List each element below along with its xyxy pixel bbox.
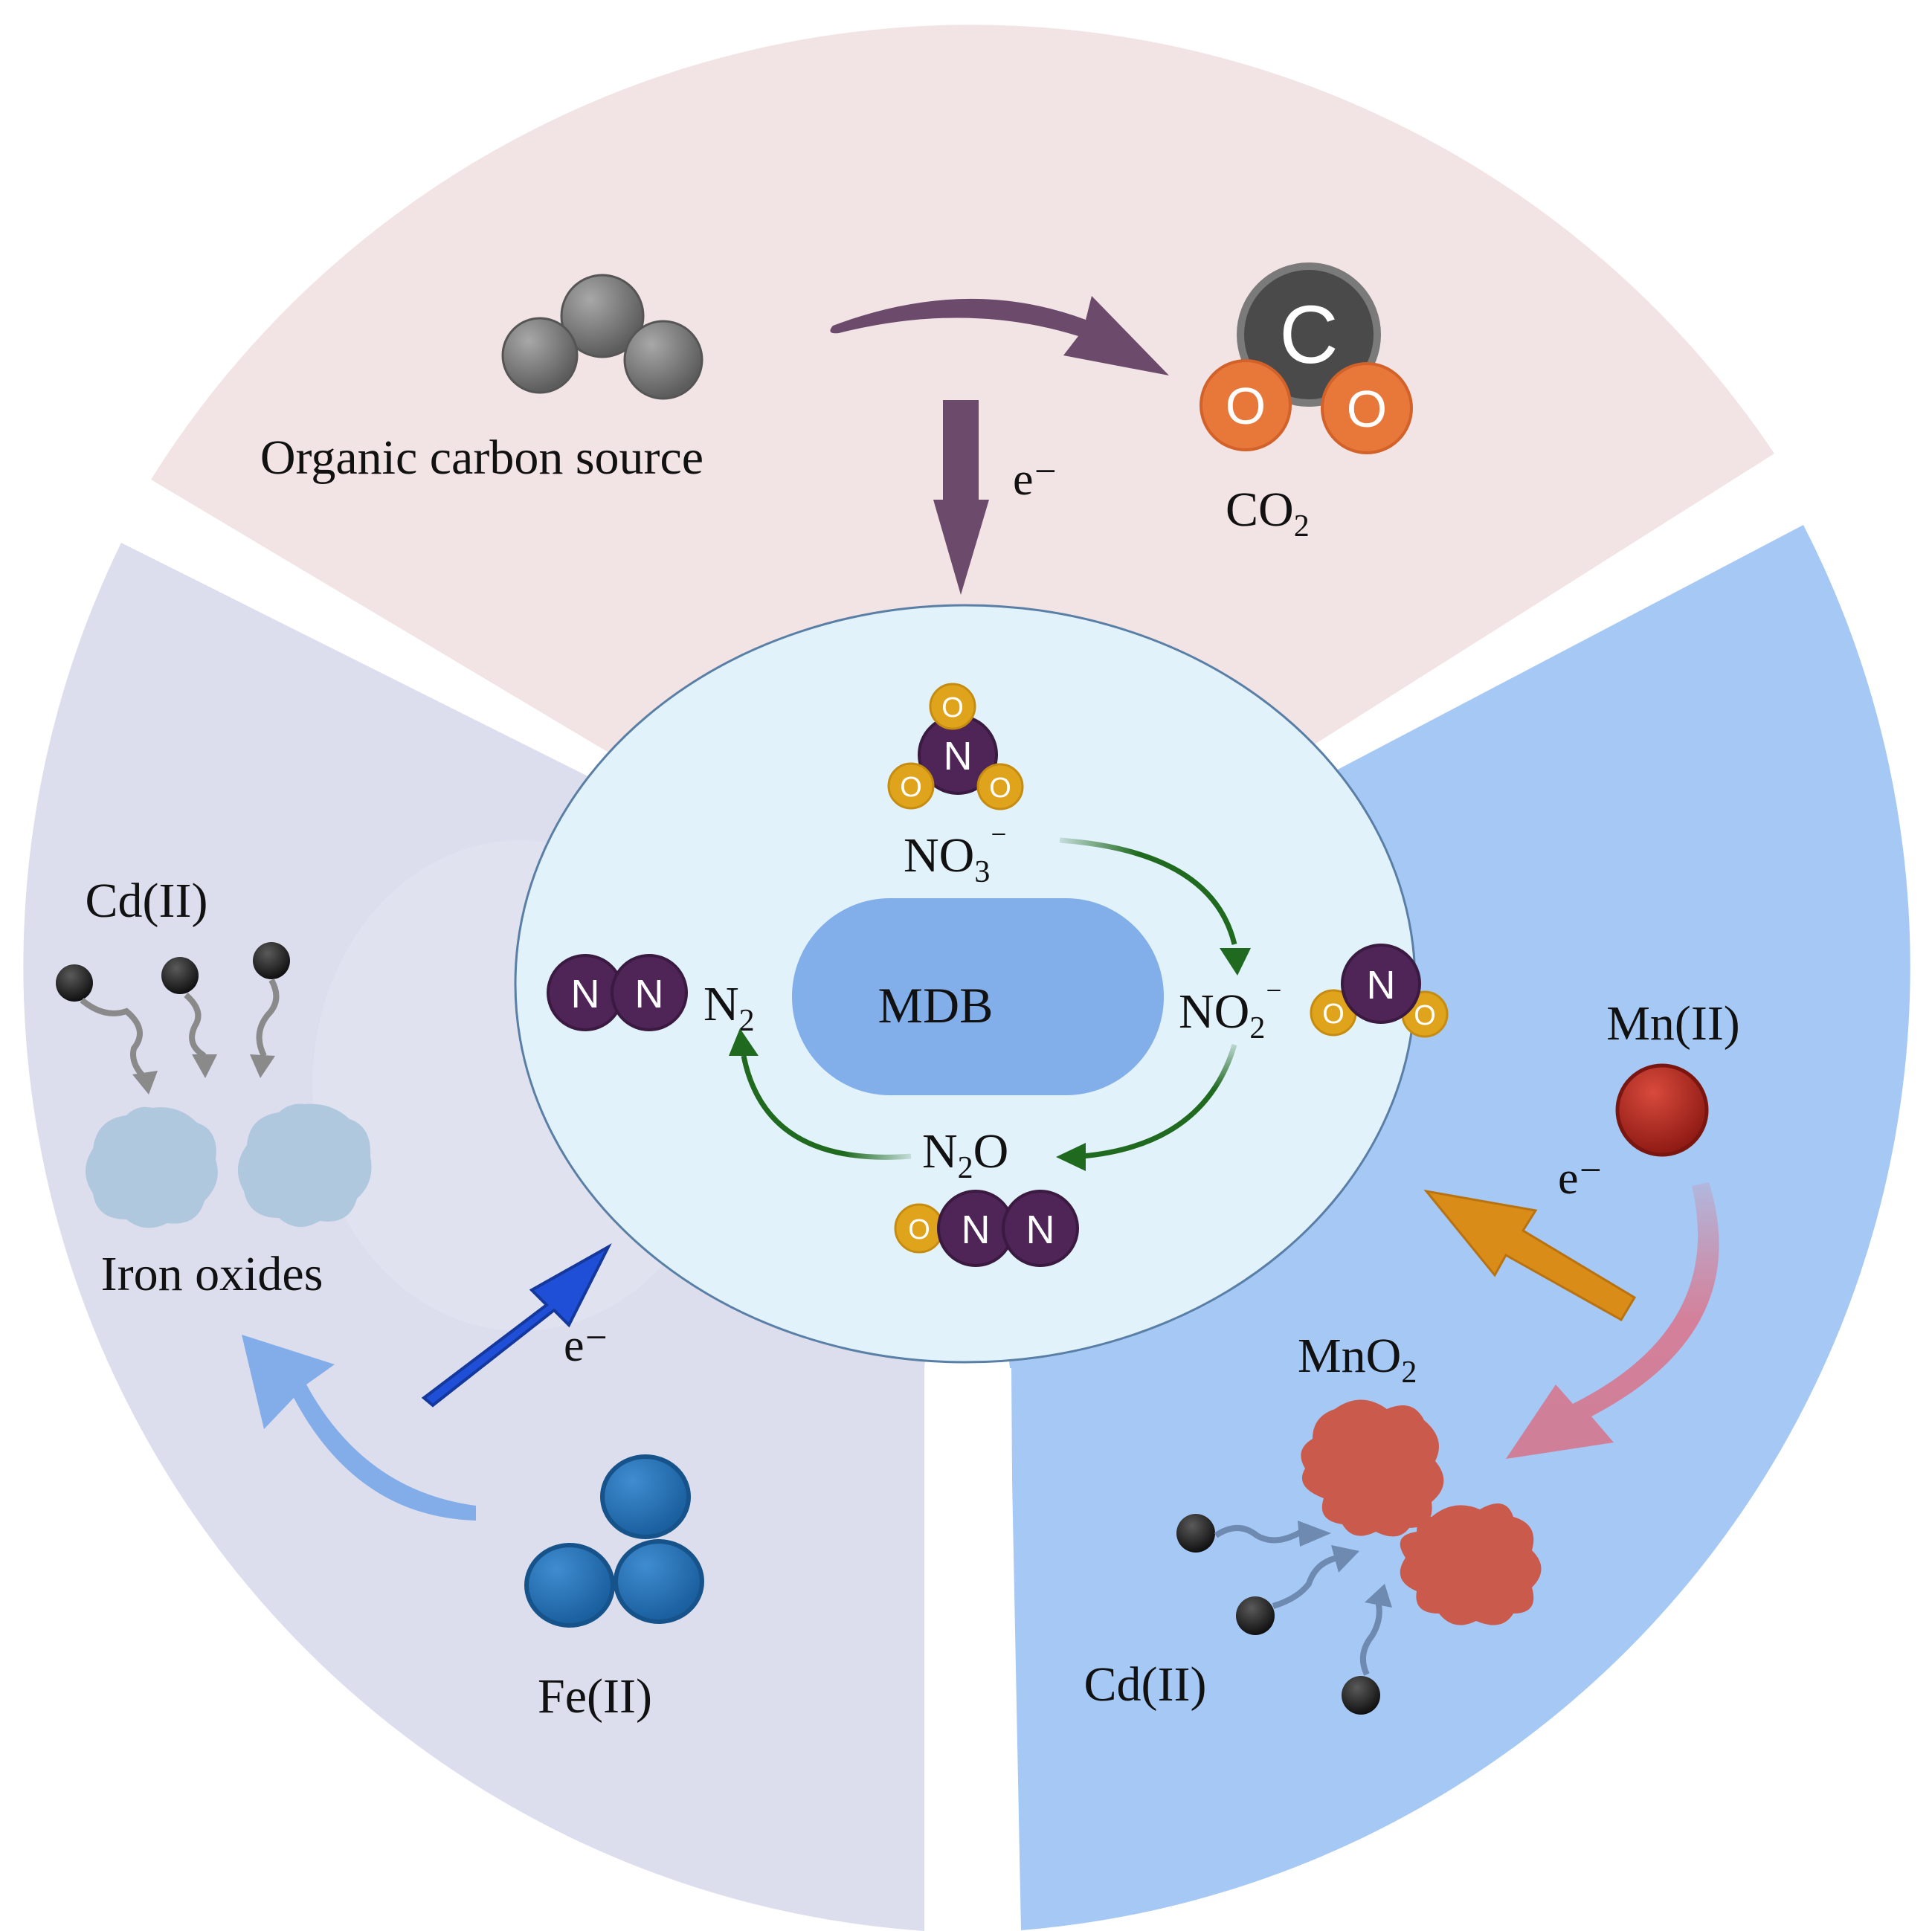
mdb-label: MDB bbox=[878, 977, 994, 1034]
cd-ion bbox=[1236, 1596, 1275, 1635]
mno2-label: MnO2 bbox=[1298, 1329, 1417, 1390]
svg-text:N: N bbox=[944, 734, 973, 778]
nitrate-o-atom-right bbox=[976, 763, 1024, 810]
electron-label-mn: e⁻ bbox=[1558, 1153, 1603, 1204]
arrow-no3-to-no2 bbox=[1059, 837, 1237, 945]
n2o-n-atom-2 bbox=[1002, 1190, 1079, 1267]
nitrate-molecule: N O O O bbox=[887, 683, 1024, 810]
cd-label-manganese: Cd(II) bbox=[1084, 1657, 1207, 1712]
arrow-n2o-to-n2 bbox=[741, 1055, 912, 1160]
svg-text:O: O bbox=[1226, 377, 1266, 435]
nitrite-n-atom bbox=[1341, 944, 1421, 1024]
electron-label-fe: e⁻ bbox=[564, 1321, 608, 1371]
nitrate-o-atom-left bbox=[887, 762, 935, 810]
co2-oxygen-atom-right bbox=[1321, 362, 1413, 454]
cd-ion bbox=[253, 942, 290, 979]
cd-ion bbox=[1342, 1676, 1380, 1715]
svg-text:O: O bbox=[900, 772, 922, 803]
fe-ion-cluster bbox=[524, 1454, 704, 1628]
cd-label-iron: Cd(II) bbox=[86, 874, 208, 928]
mdb-core bbox=[792, 898, 1164, 1095]
nitrite-molecule: O O N bbox=[1310, 944, 1449, 1038]
nitrous-oxide-molecule: O N N bbox=[894, 1190, 1079, 1267]
co2-oxygen-atom-left bbox=[1200, 359, 1292, 451]
iron-oxides-label: Iron oxides bbox=[101, 1247, 323, 1301]
iron-oxide-particles bbox=[86, 1103, 372, 1228]
cd-ion bbox=[1176, 1514, 1215, 1553]
cell: MDB bbox=[514, 604, 1417, 1364]
denitrification-pathway bbox=[729, 837, 1251, 1171]
carbon-to-co2-arrow bbox=[830, 296, 1169, 375]
cd-ion bbox=[161, 957, 199, 994]
electron-flow-arrow-fe bbox=[421, 1243, 612, 1408]
nitrate-o-atom-top bbox=[929, 683, 976, 730]
organic-carbon-cluster bbox=[501, 274, 703, 400]
fe-to-oxide-arrow bbox=[242, 1335, 476, 1521]
electron-flow-arrow-carbon bbox=[933, 400, 989, 595]
svg-text:O: O bbox=[1322, 999, 1345, 1030]
nitrous-oxide-label: N2O bbox=[922, 1124, 1008, 1185]
mno2-particle bbox=[1400, 1503, 1542, 1625]
organic-carbon-ball bbox=[560, 274, 645, 358]
mn-ion bbox=[1615, 1063, 1709, 1157]
svg-text:N: N bbox=[962, 1208, 991, 1252]
svg-text:O: O bbox=[941, 692, 964, 723]
fe-ion bbox=[600, 1454, 691, 1539]
dinitrogen-molecule: N N bbox=[547, 954, 688, 1031]
cd-ion bbox=[56, 964, 93, 1002]
svg-text:O: O bbox=[908, 1214, 930, 1245]
co2-molecule: C O O bbox=[1200, 262, 1413, 454]
mn-label: Mn(II) bbox=[1606, 996, 1740, 1051]
svg-text:N: N bbox=[1026, 1208, 1055, 1252]
nitrate-label: NO3⁻ bbox=[904, 822, 1008, 889]
fe-label: Fe(II) bbox=[538, 1669, 652, 1724]
fe-ion bbox=[524, 1543, 615, 1628]
svg-text:C: C bbox=[1279, 289, 1338, 381]
n2-n-atom-2 bbox=[611, 954, 688, 1031]
cd-ions-manganese bbox=[1176, 1514, 1392, 1715]
organic-carbon-label: Organic carbon source bbox=[260, 431, 703, 485]
organic-carbon-ball bbox=[623, 320, 703, 400]
svg-text:N: N bbox=[571, 972, 600, 1016]
organic-carbon-ball bbox=[501, 317, 579, 394]
co2-label: CO2 bbox=[1226, 483, 1310, 544]
svg-text:O: O bbox=[1414, 1000, 1436, 1031]
mno2-particle bbox=[1301, 1399, 1444, 1537]
fe-ion bbox=[614, 1539, 704, 1624]
svg-text:O: O bbox=[989, 773, 1011, 804]
svg-text:O: O bbox=[1347, 380, 1387, 438]
cd-ions-iron bbox=[56, 942, 290, 1095]
nitrite-label: NO2⁻ bbox=[1179, 978, 1283, 1045]
arrow-no2-to-n2o bbox=[1081, 1044, 1237, 1159]
iron-oxide-particle bbox=[237, 1103, 372, 1228]
electron-flow-arrow-mn bbox=[1423, 1189, 1637, 1322]
mn-to-mno2-arrow bbox=[1506, 1182, 1719, 1459]
iron-oxide-particle bbox=[86, 1106, 218, 1228]
sector-dividers bbox=[924, 1368, 1015, 1931]
svg-text:N: N bbox=[635, 972, 664, 1016]
mno2-particles bbox=[1301, 1399, 1542, 1625]
svg-text:N: N bbox=[1367, 963, 1396, 1008]
dinitrogen-label: N2 bbox=[703, 977, 755, 1038]
electron-label-carbon: e⁻ bbox=[1013, 454, 1057, 505]
